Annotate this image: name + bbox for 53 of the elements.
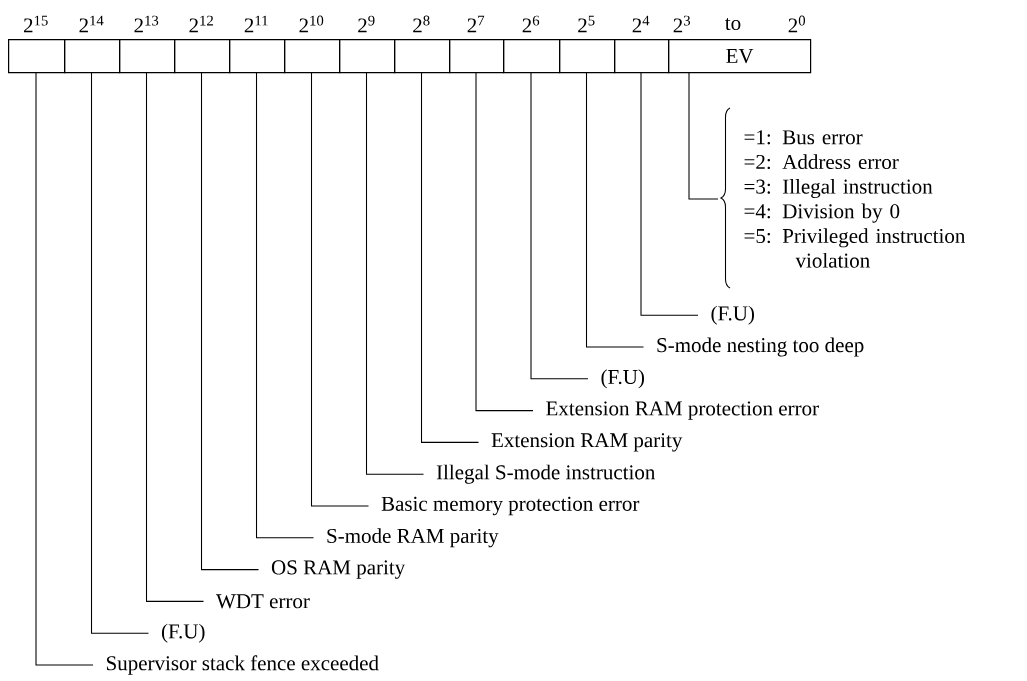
leader-line — [585, 71, 645, 348]
leader-line — [145, 71, 205, 602]
register-cell — [614, 39, 670, 74]
leader-line — [530, 71, 589, 380]
register-cell — [8, 39, 66, 74]
leader-line — [688, 71, 719, 200]
bit-weight: 2$^{14}$ — [79, 15, 104, 33]
bit-weight: 2$^{6}$ — [522, 15, 540, 33]
leader-line — [35, 71, 94, 666]
leader-line — [365, 71, 425, 475]
register-cell — [503, 39, 561, 74]
leader-line — [90, 71, 150, 634]
leader-line — [310, 71, 370, 507]
leader-line — [420, 71, 480, 443]
bit-description: (F.U) — [601, 369, 644, 389]
bit-description: S-mode nesting too deep — [657, 337, 864, 357]
register-cell — [174, 39, 231, 74]
bit-weight: 2$^{13}$ — [134, 15, 159, 33]
bit-description: Extension RAM protection error — [546, 401, 819, 420]
bit-weight: 2$^{12}$ — [189, 15, 213, 33]
register-cell — [229, 39, 286, 74]
register-cell — [119, 39, 176, 74]
bit-weight: 2$^{5}$ — [578, 15, 595, 33]
bit-weight: 2$^{9}$ — [358, 15, 375, 33]
bit-description: OS RAM parity — [271, 560, 406, 579]
bit-weight: 2$^{7}$ — [467, 15, 485, 33]
register-cell — [394, 39, 451, 74]
bit-weight: 2$^{8}$ — [413, 15, 430, 33]
register-cell: EV — [668, 39, 812, 74]
code-list: =1: Bus error =2: Address error =3: Illegal instruction =4: Division by 0 =5: Privileged instruction violation — [744, 130, 966, 268]
bit-description: Basic memory protection error — [381, 496, 640, 516]
leader-line — [255, 71, 315, 539]
leader-line — [640, 71, 699, 316]
bit-weight: 2$^{15}$ — [24, 15, 48, 33]
bit-description: Supervisor stack fence exceeded — [106, 655, 379, 675]
bit-weight: to — [725, 18, 741, 30]
register-cell — [449, 39, 505, 74]
leader-line — [200, 71, 260, 571]
register-cell — [284, 39, 341, 74]
bit-weight: 2$^{3}$ — [673, 15, 690, 33]
leader-line — [475, 71, 534, 412]
bit-weight: 2$^{10}$ — [299, 15, 324, 33]
register-cell — [339, 39, 396, 74]
bit-description: (F.U) — [161, 623, 205, 643]
bit-weight: 2$^{11}$ — [244, 15, 268, 33]
bit-description: S-mode RAM parity — [327, 528, 499, 548]
bit-weight: 2$^{4}$ — [632, 15, 650, 33]
bit-description: Illegal S-mode instruction — [436, 464, 656, 484]
bit-description: (F.U) — [711, 305, 754, 325]
bit-description: Extension RAM parity — [491, 433, 683, 452]
register-cell — [64, 39, 121, 74]
bit-description: WDT error — [216, 594, 310, 609]
register-cell — [559, 39, 616, 74]
